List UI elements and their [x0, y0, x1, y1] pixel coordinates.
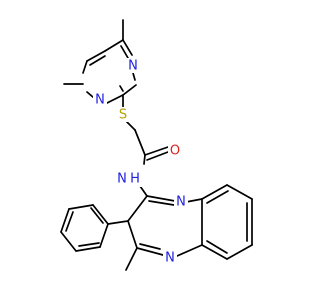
diazepine-ring	[125, 195, 203, 271]
atom-amide-n-label: N	[117, 172, 127, 187]
phenyl-ring	[60, 204, 129, 252]
atom-amide-h-label: H	[130, 172, 140, 187]
atom-n-pyrimidine-right: N	[126, 58, 140, 74]
thioacetamide-chain	[122, 94, 169, 197]
atom-sulfur-label: S	[119, 108, 127, 123]
atom-n-pyrimidine-left-label: N	[95, 93, 105, 108]
atom-n-diazepine-bottom: N	[163, 250, 177, 266]
atom-n-diazepine-bottom-label: N	[165, 251, 175, 266]
atom-oxygen-label: O	[170, 144, 180, 159]
atom-oxygen: O	[168, 143, 182, 159]
fused-benzene-ring	[201, 184, 253, 260]
atom-sulfur: S	[117, 107, 130, 123]
atom-n-diazepine-top-label: N	[176, 195, 186, 210]
atom-n-pyrimidine-left: N	[93, 92, 107, 108]
atom-n-diazepine-top: N	[174, 194, 188, 210]
atom-n-pyrimidine-right-label: N	[128, 59, 138, 74]
methyl-groups-pyrimidine	[63, 19, 124, 85]
molecule-structure-diagram: N N S O N H N N	[60, 19, 253, 271]
atom-amide-nh: N H	[115, 170, 143, 187]
